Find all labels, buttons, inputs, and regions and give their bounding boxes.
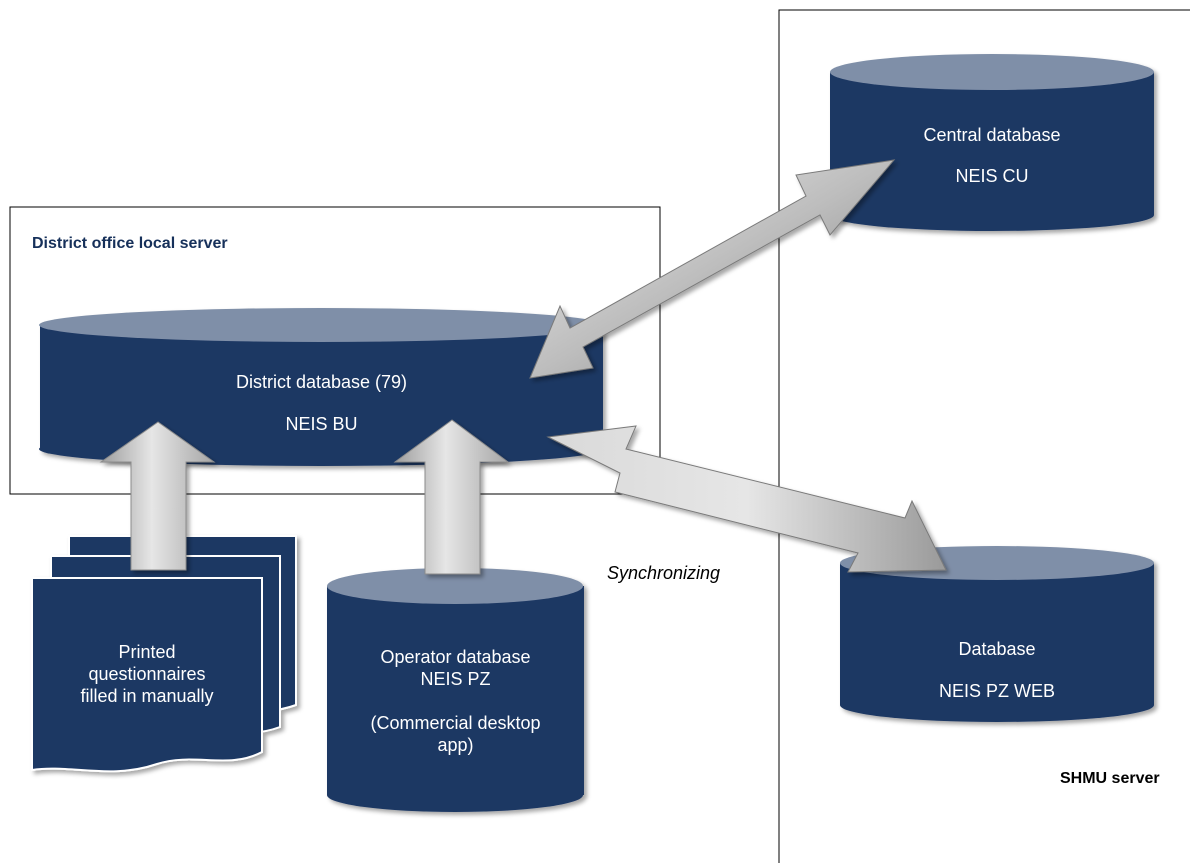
district-server-title: District office local server — [32, 235, 228, 252]
operator-db-code: NEIS PZ — [420, 669, 491, 689]
operator-upload-arrow — [393, 419, 510, 575]
district-server-box — [9, 206, 661, 495]
web-db-code: NEIS PZ WEB — [938, 681, 1055, 701]
operator-database-cylinder — [327, 568, 584, 812]
questionnaire-label-1: Printed — [118, 642, 176, 662]
central-db-label: Central database — [923, 125, 1061, 145]
operator-db-note-1: (Commercial desktop — [370, 713, 541, 733]
questionnaire-stack — [31, 535, 297, 773]
district-db-code: NEIS BU — [285, 414, 358, 434]
web-db-label: Database — [958, 639, 1036, 659]
operator-db-note-2: app) — [437, 735, 474, 755]
shmu-server-title: SHMU server — [1060, 770, 1160, 787]
questionnaire-label-3: filled in manually — [80, 686, 214, 706]
questionnaire-upload-arrow — [99, 421, 216, 571]
operator-db-label: Operator database — [380, 647, 531, 667]
central-database-cylinder — [830, 54, 1154, 231]
web-sync-arrow — [546, 425, 947, 573]
shmu-server-boundary — [778, 9, 1190, 863]
synchronizing-label: Synchronizing — [607, 563, 721, 583]
central-db-code: NEIS CU — [955, 166, 1029, 186]
central-sync-arrow — [529, 159, 896, 379]
district-db-label: District database (79) — [235, 372, 408, 392]
questionnaire-label-2: questionnaires — [88, 664, 206, 684]
